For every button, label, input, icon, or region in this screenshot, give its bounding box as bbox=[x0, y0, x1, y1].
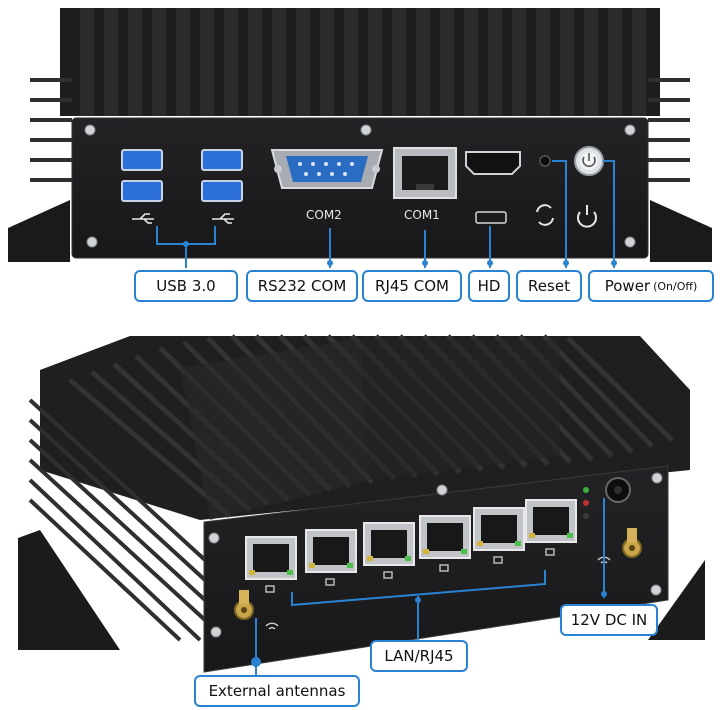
power-label-text: Power bbox=[604, 277, 651, 295]
front-unit bbox=[8, 8, 712, 268]
power-label: Power (On/Off) bbox=[588, 270, 714, 302]
rj45-com-port bbox=[393, 147, 457, 199]
hd-label: HD bbox=[468, 270, 510, 302]
refresh-icon bbox=[536, 204, 554, 226]
status-leds bbox=[583, 487, 589, 519]
com1-label: COM1 bbox=[404, 208, 440, 222]
usb-ports bbox=[121, 149, 243, 202]
rj45-com-label: RJ45 COM bbox=[362, 270, 462, 302]
power-button bbox=[574, 146, 604, 176]
reset-button bbox=[539, 155, 551, 167]
rear-callout-lines bbox=[255, 498, 605, 676]
usb-icon bbox=[132, 213, 234, 224]
network-icon bbox=[265, 548, 555, 593]
lan-ports bbox=[245, 499, 577, 580]
power-icon bbox=[577, 205, 597, 228]
antennas-label: External antennas bbox=[194, 675, 360, 707]
usb-label: USB 3.0 bbox=[134, 270, 238, 302]
rs232-com-label: RS232 COM bbox=[246, 270, 358, 302]
antenna-connector bbox=[234, 528, 642, 620]
hdmi-port bbox=[465, 151, 521, 175]
reset-label: Reset bbox=[516, 270, 582, 302]
dc-in-label: 12V DC IN bbox=[560, 604, 658, 636]
power-label-sub: (On/Off) bbox=[653, 279, 698, 293]
hdmi-icon bbox=[475, 211, 507, 224]
com2-label: COM2 bbox=[306, 208, 342, 222]
rear-unit bbox=[18, 334, 705, 676]
lan-label: LAN/RJ45 bbox=[370, 640, 468, 672]
serial-port bbox=[270, 149, 384, 189]
dc-jack bbox=[605, 477, 631, 503]
